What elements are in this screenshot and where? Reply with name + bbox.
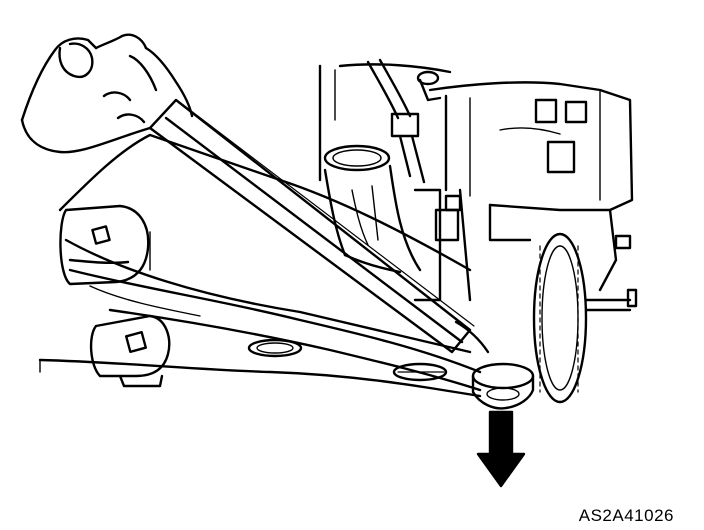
steering-knuckle [318,63,472,302]
brake-rotor [532,232,638,404]
brake-caliper [428,81,634,292]
pry-bar [148,98,475,354]
figure-code: AS2A41026 [578,506,674,525]
ball-joint [454,320,535,410]
brake-hose [366,58,442,184]
arm-mount-bracket [39,314,171,388]
down-arrow [476,410,526,488]
arm-bushing [59,204,150,286]
lower-control-arm [38,133,482,398]
hand [20,33,194,154]
